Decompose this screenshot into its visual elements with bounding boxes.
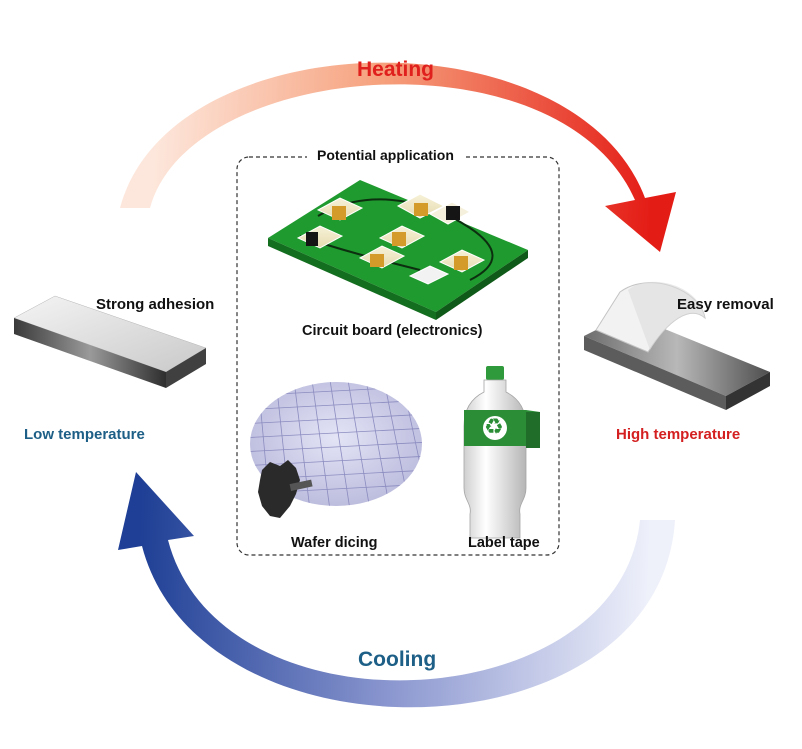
high-temperature-label: High temperature [616, 426, 741, 443]
easy-removal-label: Easy removal [677, 296, 774, 313]
adhesive-slab-peeling [584, 281, 770, 410]
circuit-board-image [268, 180, 528, 320]
circuit-board-label: Circuit board (electronics) [302, 323, 483, 339]
dicing-saw-icon [258, 460, 313, 518]
cooling-arrow [118, 472, 675, 708]
bottle-image [463, 366, 540, 539]
application-title: Potential application [307, 147, 464, 163]
wafer-dicing-label: Wafer dicing [291, 535, 378, 551]
adhesive-slab-strong [13, 295, 207, 388]
wafer-dicing-image [250, 382, 422, 518]
strong-adhesion-label: Strong adhesion [96, 296, 215, 313]
heating-arrow [120, 62, 676, 252]
low-temperature-label: Low temperature [24, 426, 145, 443]
cooling-label: Cooling [358, 648, 437, 671]
label-tape-label: Label tape [468, 535, 540, 551]
recycle-icon: ♻ [484, 414, 504, 439]
heating-label: Heating [357, 58, 435, 81]
